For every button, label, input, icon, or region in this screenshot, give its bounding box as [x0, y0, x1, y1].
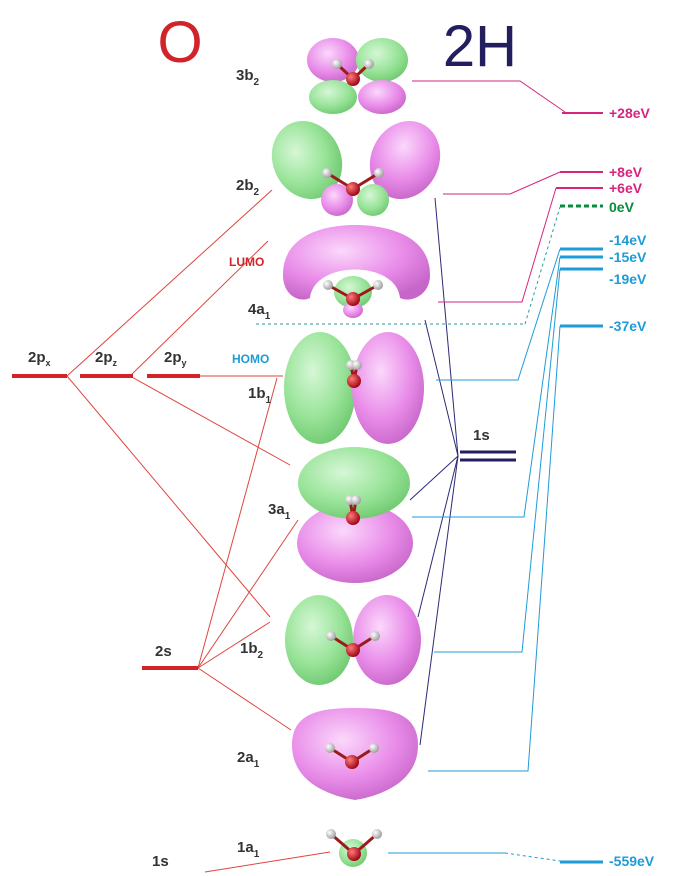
orbital-2a1-picture: [292, 708, 418, 800]
energy-level-bars: [556, 112, 603, 864]
molecule-model-1b1: [346, 360, 362, 388]
mo-4a1-label: 4a1: [248, 301, 271, 322]
energy-label-minus37: -37eV: [609, 318, 647, 334]
molecule-model-3a1: [345, 495, 361, 525]
hydrogen-level-bars: [460, 450, 516, 462]
molecule-model-4a1: [323, 280, 383, 306]
molecule-model-2a1: [325, 743, 379, 769]
mo-2a1-label: 2a1: [237, 749, 260, 770]
energy-label-minus19: -19eV: [609, 271, 647, 287]
energy-connector-lines: [256, 80, 566, 862]
mo-1a1-label: 1a1: [237, 839, 260, 860]
oxygen-level-bars: [12, 374, 200, 670]
homo-label: HOMO: [232, 352, 269, 366]
oxygen-correlation-lines: [66, 189, 331, 873]
orbital-3a1-picture: [297, 447, 413, 583]
hydrogen-column-header: 2H: [443, 14, 517, 79]
orbital-3b2-picture: [307, 38, 408, 114]
molecule-model-1a1: [326, 829, 382, 861]
energy-label-zero: 0eV: [609, 199, 635, 215]
molecule-model-1b2: [326, 631, 380, 657]
orbital-1b1-picture: [284, 332, 424, 444]
energy-label-minus15: -15eV: [609, 249, 647, 265]
molecule-model-3b2: [332, 59, 374, 86]
mo-2b2-label: 2b2: [236, 177, 260, 198]
energy-label-plus8: +8eV: [609, 164, 643, 180]
o-2px-label: 2px: [28, 349, 51, 368]
lumo-label: LUMO: [229, 255, 264, 269]
energy-label-plus6: +6eV: [609, 180, 643, 196]
energy-label-minus559: -559eV: [609, 853, 655, 869]
molecule-model-2b2: [322, 168, 384, 196]
mo-1b2-label: 1b2: [240, 640, 264, 661]
o-2pz-label: 2pz: [95, 349, 118, 368]
h-1s-label: 1s: [473, 427, 490, 444]
hydrogen-correlation-lines: [409, 197, 459, 746]
mo-3a1-label: 3a1: [268, 501, 291, 522]
mo-3b2-label: 3b2: [236, 67, 260, 88]
o-2py-label: 2py: [164, 349, 187, 368]
mo-1b1-label: 1b1: [248, 385, 272, 406]
energy-label-minus14: -14eV: [609, 232, 647, 248]
orbital-2b2-picture: [271, 121, 441, 216]
orbital-1b2-picture: [285, 595, 421, 685]
oxygen-column-header: O: [157, 10, 202, 75]
o-2s-label: 2s: [155, 643, 172, 660]
energy-label-plus28: +28eV: [609, 105, 651, 121]
o-1s-label: 1s: [152, 853, 169, 870]
water-molecule-models: [322, 59, 384, 861]
